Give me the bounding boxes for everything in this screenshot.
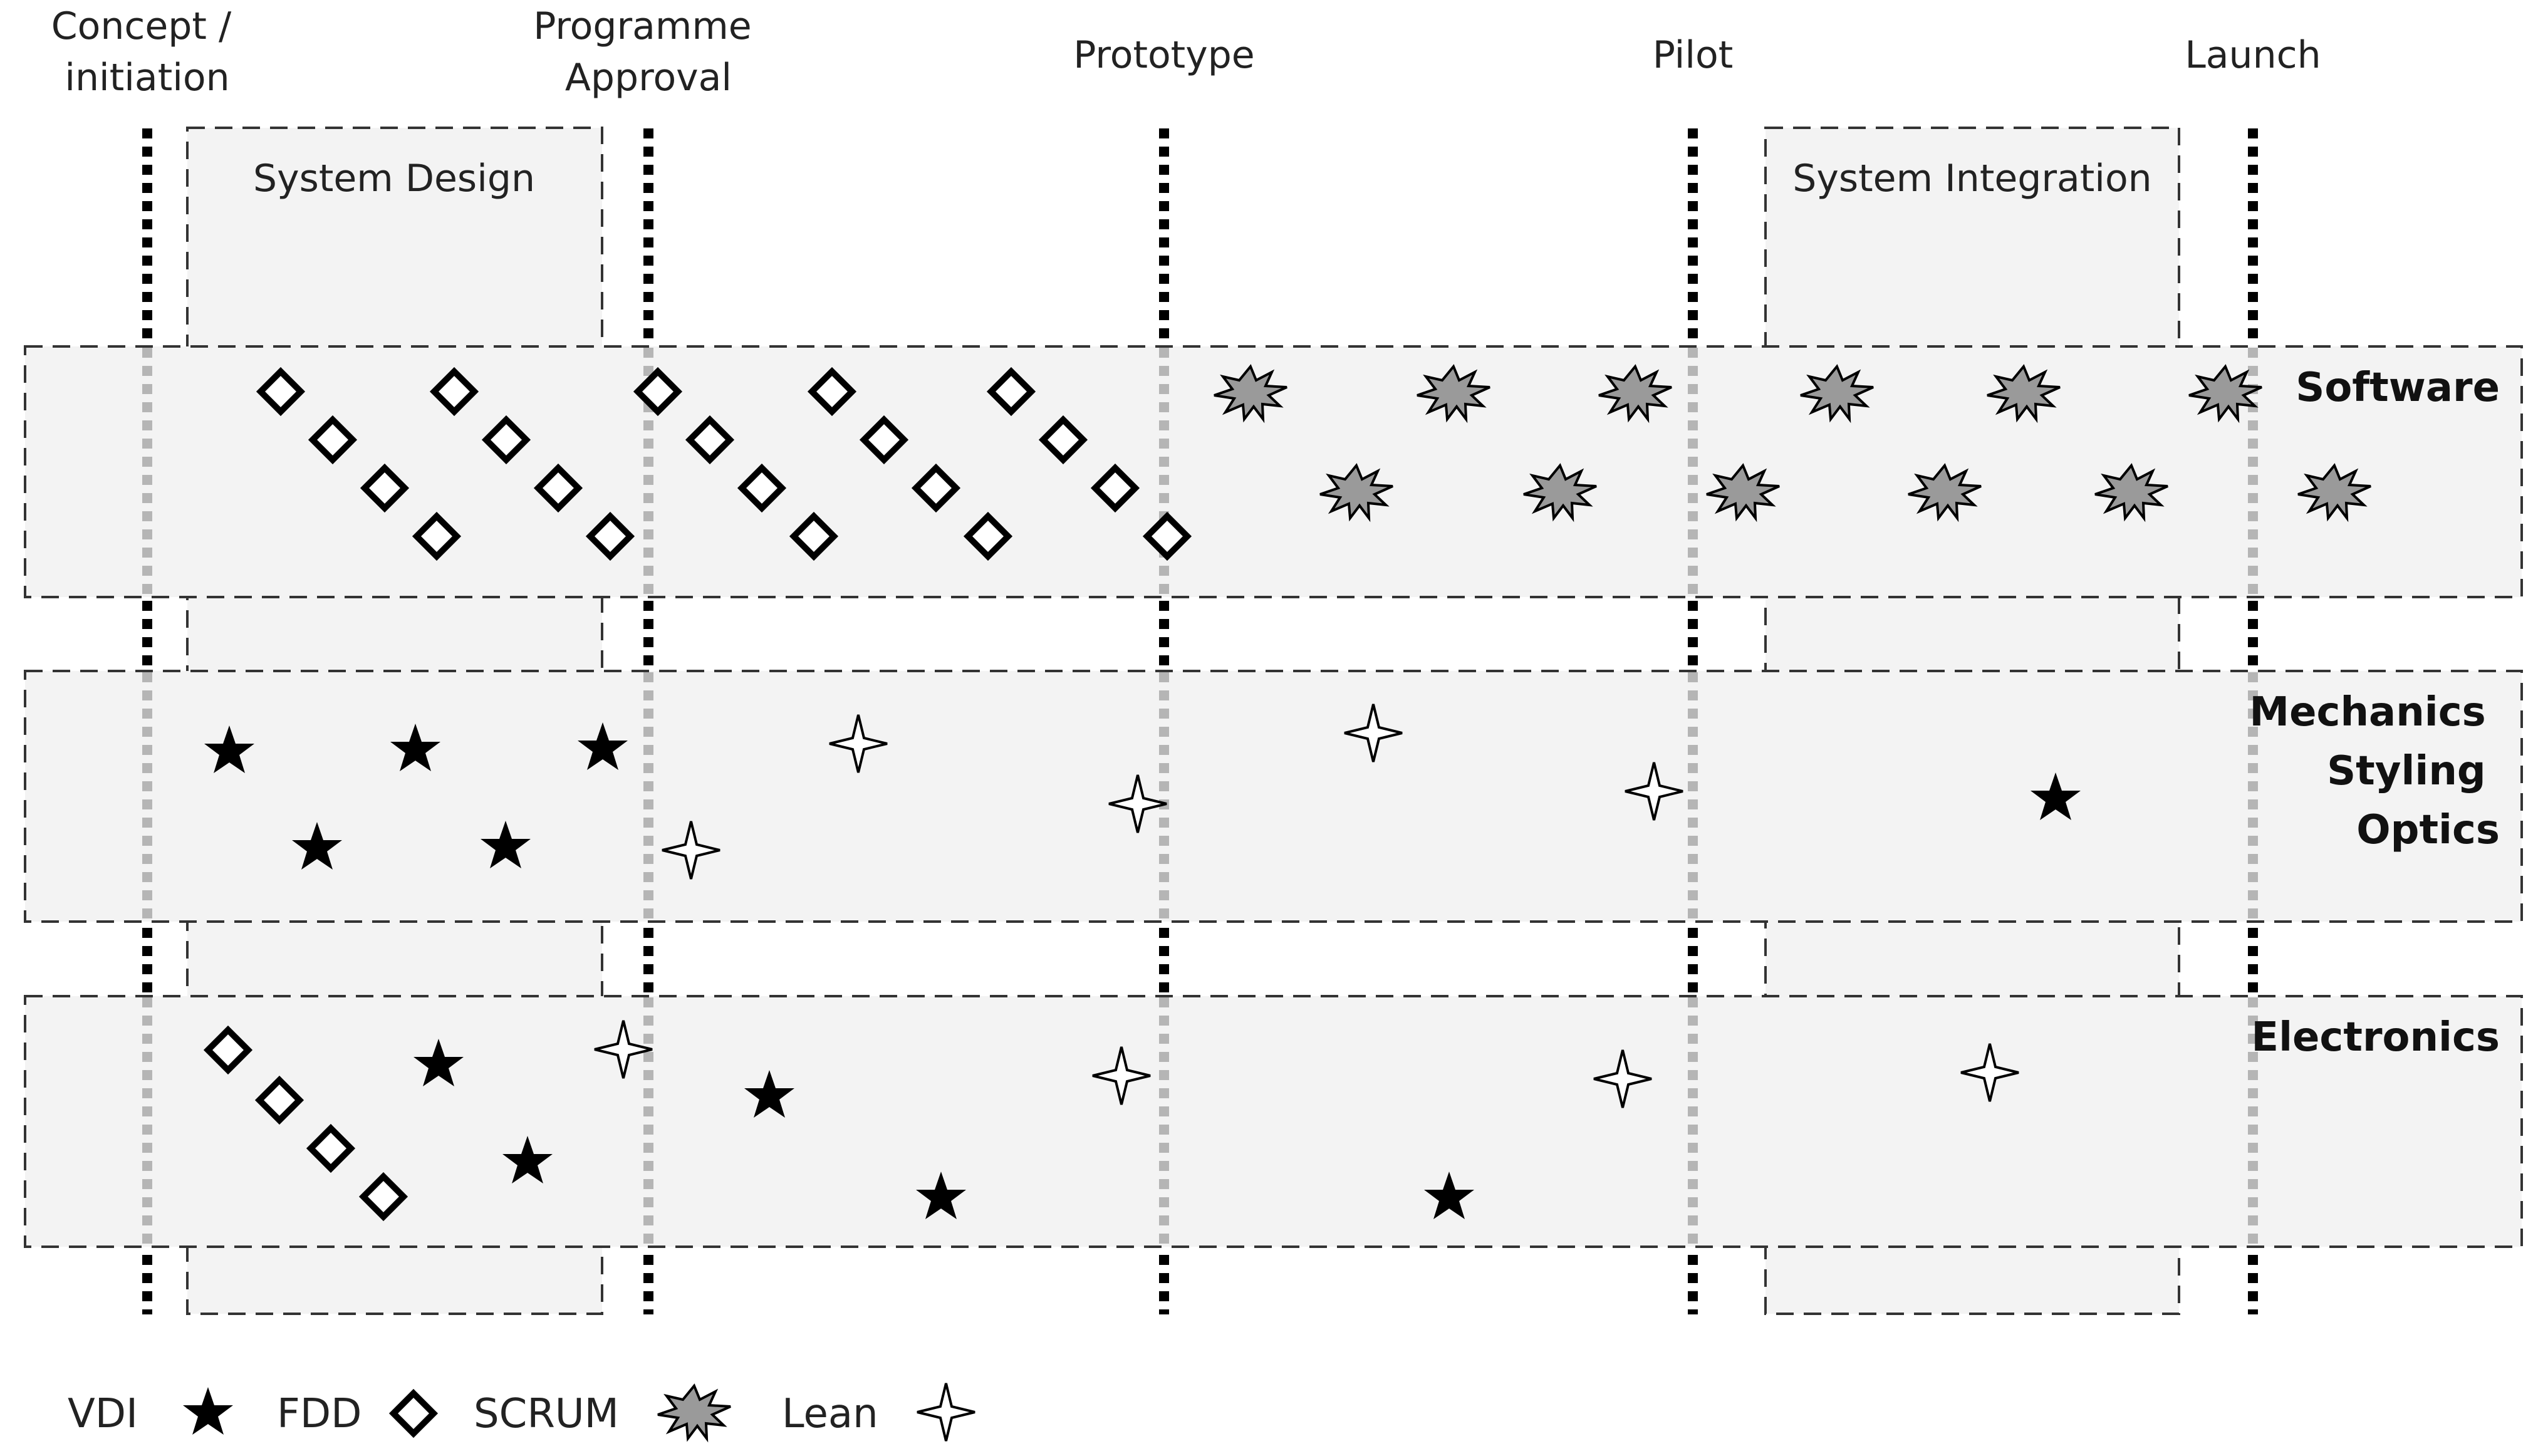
lane-label-software: Software (2296, 365, 2500, 411)
lane-band-mechanics-styling-optics (24, 670, 2523, 923)
lane-band-electronics (24, 995, 2523, 1248)
milestone-label-pilot: Pilot (1653, 33, 1733, 77)
milestone-label-launch: Launch (2185, 33, 2321, 77)
legend-label-vdi: VDI (68, 1391, 138, 1437)
legend: VDI FDD SCRUM Lean (68, 1382, 976, 1442)
legend-fdd-diamond-icon (393, 1393, 434, 1433)
legend-lean-star-icon (916, 1382, 976, 1442)
legend-label-scrum: SCRUM (474, 1391, 619, 1437)
milestone-label-prototype: Prototype (1073, 33, 1254, 77)
legend-label-lean: Lean (782, 1391, 878, 1437)
lane-label-electronics: Electronics (2251, 1014, 2500, 1061)
phase-label-system-design: System Design (253, 157, 535, 200)
legend-scrum-burst-icon (657, 1385, 732, 1440)
milestone-label-programme-approval: Programme Approval (533, 4, 764, 100)
legend-vdi-star-icon (183, 1387, 233, 1435)
milestone-label-concept: Concept / initiation (51, 4, 244, 100)
phase-label-system-integration: System Integration (1792, 157, 2151, 200)
lane-label-mechanics-styling-optics: Mechanics Styling Optics (2249, 689, 2500, 853)
legend-label-fdd: FDD (277, 1391, 361, 1437)
lane-band-software (24, 345, 2523, 598)
